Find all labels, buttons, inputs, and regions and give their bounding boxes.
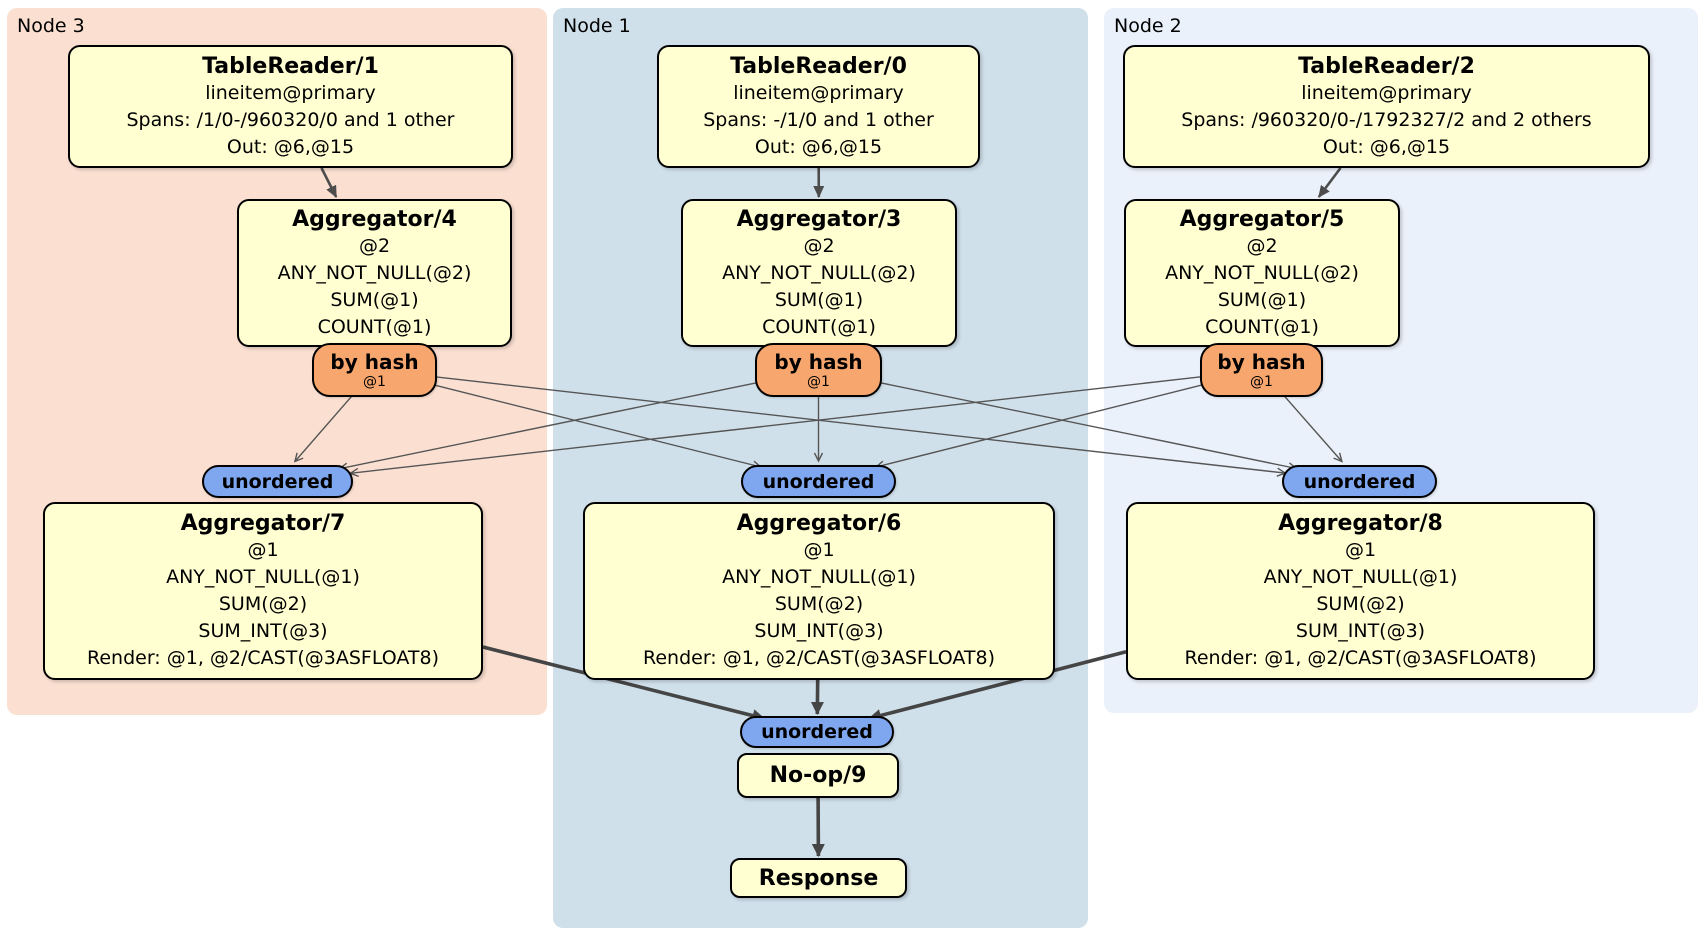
node-detail-line: Render: @1, @2/CAST(@3ASFLOAT8)	[643, 647, 995, 669]
router-type-label: by hash	[1217, 349, 1306, 374]
node-detail-line: SUM(@2)	[774, 593, 864, 615]
stream-unordered-8: unordered	[1282, 465, 1437, 498]
stream-unordered-6: unordered	[741, 465, 896, 498]
plan-node-response: Response	[730, 858, 907, 898]
router-key-label: @1	[1250, 373, 1273, 390]
stream-type-label: unordered	[1303, 470, 1416, 493]
node-detail-line: @2	[1246, 234, 1278, 257]
node-detail-line: ANY_NOT_NULL(@1)	[722, 566, 916, 588]
node-detail-line: ANY_NOT_NULL(@1)	[1263, 566, 1458, 588]
edge-bh4-to-u6	[428, 382, 763, 470]
router-type-label: by hash	[330, 349, 419, 374]
node-detail-line: Spans: /960320/0-/1792327/2 and 2 others	[1181, 108, 1592, 131]
node-detail-line: Spans: -/1/0 and 1 other	[703, 108, 934, 131]
node-detail-line: SUM(@2)	[1316, 593, 1405, 615]
node-detail-line: lineitem@primary	[733, 81, 904, 104]
node-detail-line: Out: @6,@15	[226, 135, 355, 158]
node-detail-line: Render: @1, @2/CAST(@3ASFLOAT8)	[1184, 647, 1537, 669]
router-key-label: @1	[807, 373, 830, 390]
stream-type-label: unordered	[761, 721, 873, 743]
node-detail-line: Spans: /1/0-/960320/0 and 1 other	[126, 108, 455, 131]
node-detail-line: COUNT(@1)	[317, 315, 432, 338]
router-by-hash-3: by hash@1	[755, 343, 882, 397]
node-detail-line: ANY_NOT_NULL(@1)	[166, 566, 360, 588]
node-detail-line: Out: @6,@15	[754, 135, 883, 158]
region-label: Node 2	[1114, 15, 1182, 37]
edge-bh5-to-u7	[348, 376, 1203, 478]
node-detail-line: @1	[247, 539, 279, 561]
node-detail-line: @2	[803, 234, 835, 257]
edge-bh5-to-u6	[874, 382, 1209, 470]
node-detail-line: SUM(@1)	[330, 288, 419, 311]
edge-tr1-to-agg4	[320, 167, 338, 198]
node-title: Response	[758, 865, 879, 891]
node-detail-line: lineitem@primary	[1301, 81, 1472, 104]
node-title: Aggregator/4	[292, 206, 457, 232]
node-title: TableReader/2	[1298, 53, 1475, 79]
router-key-label: @1	[363, 373, 386, 390]
node-title: Aggregator/7	[180, 511, 346, 536]
node-title: TableReader/1	[202, 53, 379, 79]
node-title: Aggregator/8	[1278, 511, 1443, 536]
edge-agg7-to-u9	[482, 645, 766, 722]
node-detail-line: SUM(@1)	[1217, 288, 1307, 311]
node-detail-line: Out: @6,@15	[1322, 135, 1451, 158]
node-title: Aggregator/6	[736, 511, 902, 536]
edge-agg8-to-u9	[868, 650, 1127, 722]
node-detail-line: COUNT(@1)	[1205, 315, 1319, 338]
node-detail-line: lineitem@primary	[205, 81, 376, 104]
node-detail-line: SUM_INT(@3)	[1295, 620, 1426, 642]
edge-bh3-to-u7	[338, 381, 762, 472]
node-detail-line: ANY_NOT_NULL(@2)	[277, 261, 472, 284]
region-label: Node 1	[563, 15, 631, 37]
stream-unordered-final: unordered	[740, 716, 894, 748]
region-label: Node 3	[17, 15, 85, 37]
node-detail-line: @2	[358, 234, 391, 257]
node-detail-line: @1	[803, 539, 835, 561]
edge-bh4-to-u8	[434, 376, 1287, 477]
node-detail-line: Render: @1, @2/CAST(@3ASFLOAT8)	[87, 647, 439, 669]
router-by-hash-5: by hash@1	[1200, 343, 1323, 397]
node-detail-line: SUM_INT(@3)	[754, 620, 884, 642]
node-detail-line: ANY_NOT_NULL(@2)	[722, 261, 916, 284]
node-detail-line: SUM_INT(@3)	[198, 620, 328, 642]
node-title: Aggregator/5	[1179, 206, 1345, 232]
stream-type-label: unordered	[762, 470, 875, 493]
edge-bh4-to-u7	[293, 394, 354, 463]
node-detail-line: ANY_NOT_NULL(@2)	[1165, 261, 1359, 284]
node-detail-line: COUNT(@1)	[762, 315, 876, 338]
node-title: TableReader/0	[730, 53, 907, 79]
node-title: No-op/9	[769, 763, 867, 788]
edge-tr2-to-agg5	[1317, 167, 1342, 198]
router-by-hash-4: by hash@1	[312, 343, 437, 397]
router-type-label: by hash	[774, 349, 863, 374]
plan-node-no-op-9: No-op/9	[737, 753, 899, 798]
edge-bh5-to-u8	[1283, 394, 1343, 463]
node-detail-line: SUM(@1)	[774, 288, 864, 311]
node-title: Aggregator/3	[736, 206, 902, 232]
stream-type-label: unordered	[221, 470, 334, 493]
edge-bh3-to-u8	[875, 381, 1299, 472]
node-detail-line: @1	[1344, 539, 1377, 561]
node-detail-line: SUM(@2)	[218, 593, 308, 615]
stream-unordered-7: unordered	[202, 465, 353, 498]
